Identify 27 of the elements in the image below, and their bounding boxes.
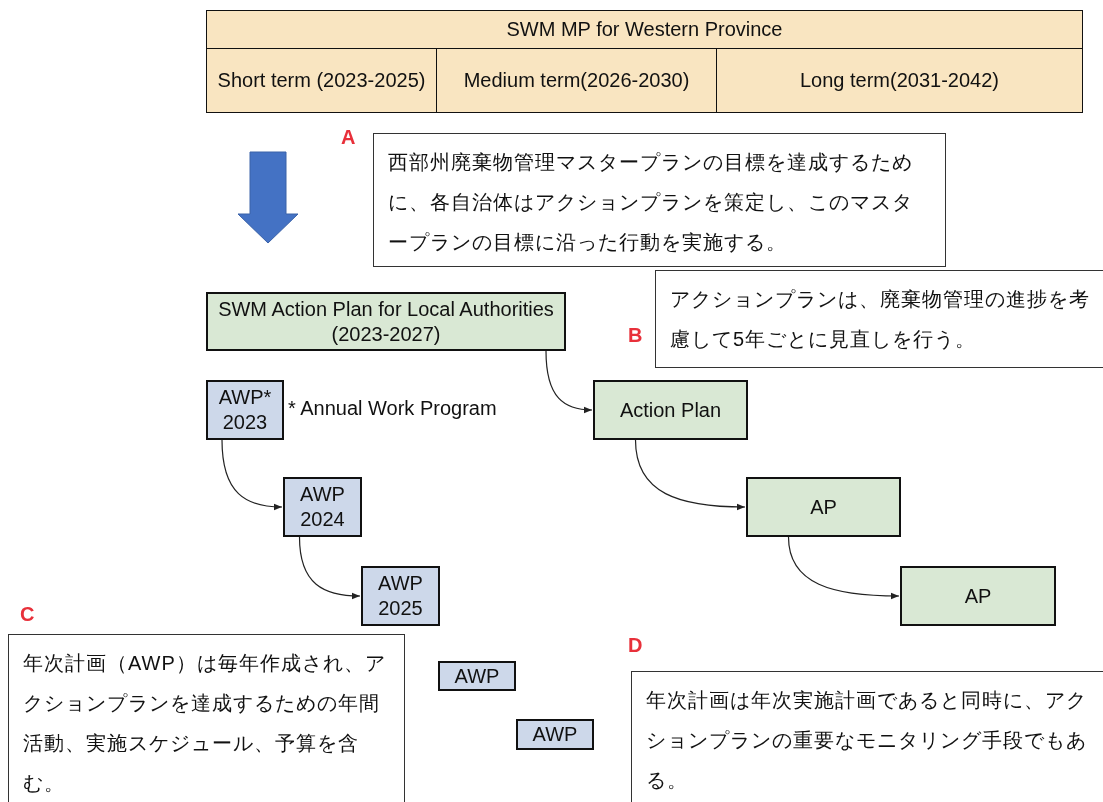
note-text: * Annual Work Program: [288, 397, 497, 420]
arrow: [545, 350, 593, 414]
plan-box: Action Plan: [593, 380, 748, 440]
callout-letter: B: [628, 324, 643, 347]
program-box: AWP: [516, 719, 594, 750]
table-cell: Long term(2031-2042): [716, 48, 1083, 113]
callout-letter: D: [628, 634, 643, 657]
plan-box: AP: [746, 477, 901, 537]
table-cell: SWM MP for Western Province: [206, 10, 1083, 49]
plan-box: AP: [900, 566, 1056, 626]
note-box: 西部州廃棄物管理マスタープランの目標を達成するために、各自治体はアクションプランを策定し、このマスタープランの目標に沿った行動を実施する。: [373, 133, 946, 267]
program-box: AWP* 2023: [206, 380, 284, 440]
callout-letter: C: [20, 603, 35, 626]
table-cell: Short term (2023-2025): [206, 48, 437, 113]
arrow: [787, 536, 900, 600]
plan-box: SWM Action Plan for Local Authorities (2023-2027): [206, 292, 566, 351]
note-box: 年次計画（AWP）は毎年作成され、アクションプランを達成するための年間活動、実施スケジュール、予算を含む。: [8, 634, 405, 802]
note-box: 年次計画は年次実施計画であると同時に、アクションプランの重要なモニタリング手段でもある。: [631, 671, 1103, 802]
program-box: AWP 2024: [283, 477, 362, 537]
arrow: [221, 439, 283, 511]
table-cell: Medium term(2026-2030): [436, 48, 717, 113]
program-box: AWP: [438, 661, 516, 691]
note-box: アクションプランは、廃棄物管理の進捗を考慮して5年ごとに見直しを行う。: [655, 270, 1103, 368]
program-box: AWP 2025: [361, 566, 440, 626]
callout-letter: A: [341, 126, 356, 149]
arrow: [634, 439, 746, 511]
arrow: [298, 536, 361, 600]
